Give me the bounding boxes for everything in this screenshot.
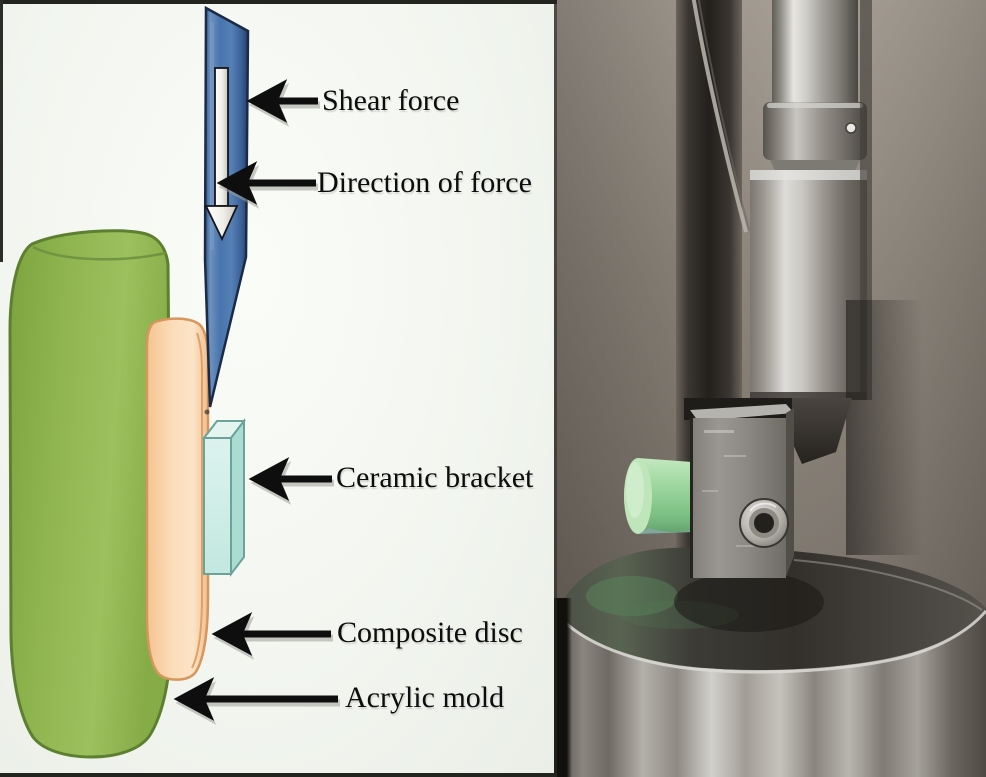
socket-screw <box>739 498 789 548</box>
shear-force-label: Shear force <box>322 84 460 117</box>
figure-border-left <box>0 0 3 262</box>
circular-platform <box>555 547 986 777</box>
callout-arrows <box>173 79 338 721</box>
composite-disc-label: Composite disc <box>337 616 523 649</box>
direction-of-force-label: Direction of force <box>317 166 532 199</box>
coupling-collar <box>763 102 867 160</box>
composite-disc-shape <box>145 317 210 681</box>
green-specimen-cylinder <box>624 458 695 534</box>
loading-rod <box>750 0 872 400</box>
ceramic-bracket-label: Ceramic bracket <box>336 461 534 494</box>
photo-panel <box>554 0 986 777</box>
block-shadow <box>674 572 824 632</box>
acrylic-mold-label: Acrylic mold <box>345 681 505 714</box>
direction-of-force-arrow <box>216 161 316 205</box>
figure-border-top <box>0 0 557 4</box>
composite-disc-arrow <box>211 612 331 656</box>
photo-scene <box>554 0 986 777</box>
force-direction-arrow <box>204 67 239 242</box>
diagram-shapes <box>8 5 340 759</box>
diagram-panel: Shear force Direction of force Ceramic b… <box>0 0 554 777</box>
cable <box>691 0 748 233</box>
ceramic-bracket-arrow <box>248 457 332 501</box>
shear-blade-shape <box>203 5 250 415</box>
dark-corner <box>554 598 572 777</box>
acrylic-mold-shape <box>8 229 173 759</box>
ceramic-bracket-shape <box>201 418 247 577</box>
acrylic-mold-arrow <box>173 677 338 721</box>
figure-border-bottom <box>0 773 557 777</box>
shear-force-arrow <box>246 79 318 123</box>
set-screw <box>845 122 857 134</box>
platform-rim <box>555 610 986 674</box>
specimen-block <box>684 398 794 578</box>
